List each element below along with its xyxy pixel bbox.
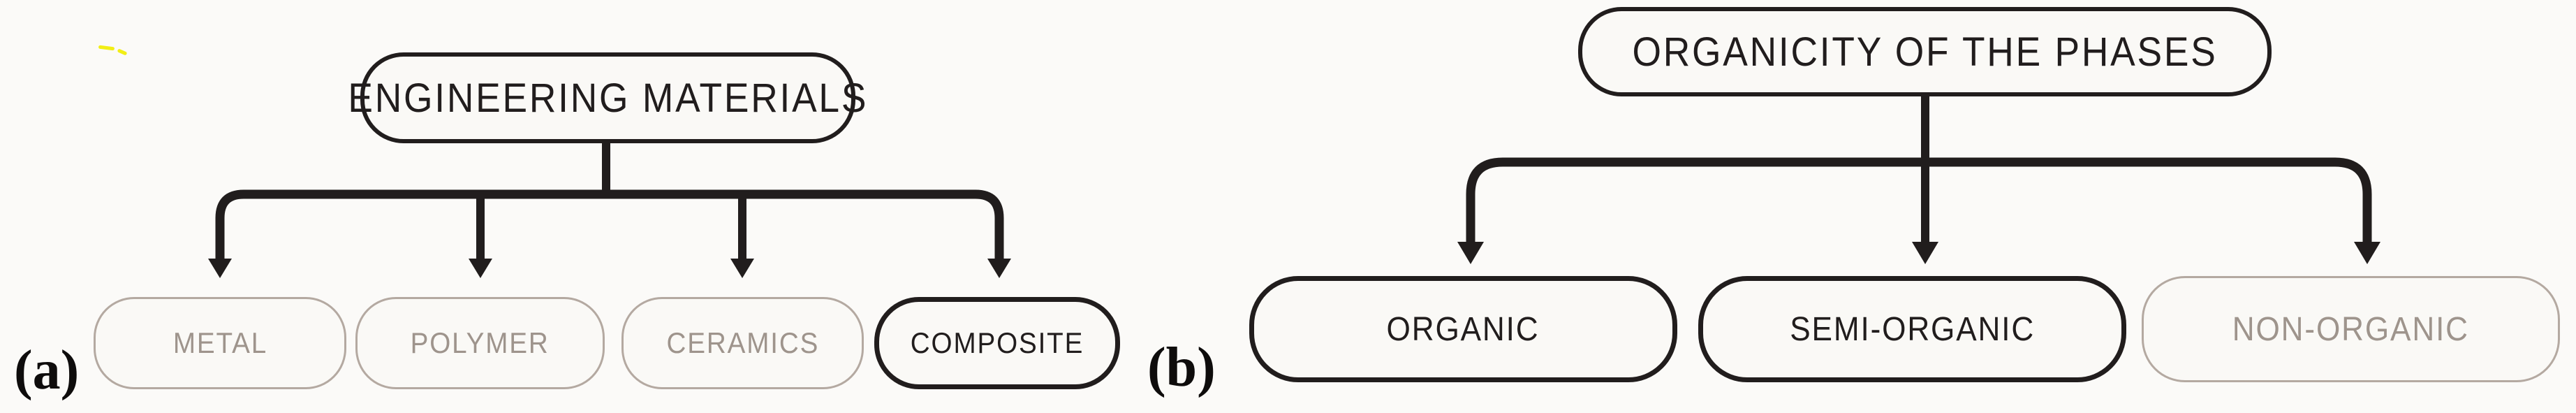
arrowheads-panel-b — [1457, 242, 2380, 264]
panel-label-a: (a) — [14, 340, 80, 401]
node-non-organic: NON-ORGANIC — [2142, 276, 2560, 382]
arrowhead-to-metal — [208, 259, 232, 278]
arrowhead-to-composite — [987, 259, 1011, 278]
node-engineering-materials-label: ENGINEERING MATERIALS — [348, 75, 868, 121]
arrowhead-to-organic — [1457, 242, 1484, 264]
node-organicity-of-the-phases: ORGANICITY OF THE PHASES — [1578, 7, 2272, 96]
node-composite-label: COMPOSITE — [910, 326, 1084, 359]
node-semi-organic: SEMI-ORGANIC — [1698, 276, 2126, 382]
node-organic: ORGANIC — [1249, 276, 1677, 382]
arrowhead-to-semi-organic — [1912, 242, 1938, 264]
arrowhead-to-non-organic — [2354, 242, 2380, 264]
node-engineering-materials: ENGINEERING MATERIALS — [348, 52, 866, 143]
node-polymer: POLYMER — [355, 297, 605, 389]
arrowheads-panel-a — [208, 259, 1011, 278]
node-metal: METAL — [94, 297, 346, 389]
panel-label-b: (b) — [1147, 337, 1216, 398]
branch-bar-b — [1466, 157, 2372, 243]
node-organicity-label: ORGANICITY OF THE PHASES — [1632, 29, 2218, 75]
scan-artifact-mark — [117, 48, 128, 56]
scan-artifact-mark — [98, 45, 115, 51]
connectors-panel-b — [1466, 95, 2372, 243]
arrowhead-to-polymer — [469, 259, 492, 278]
connectors-panel-a — [215, 142, 1004, 261]
arrowhead-to-ceramics — [730, 259, 754, 278]
branch-bar-a — [215, 189, 1004, 261]
node-ceramics: CERAMICS — [621, 297, 864, 389]
node-metal-label: METAL — [172, 326, 267, 359]
node-polymer-label: POLYMER — [411, 326, 550, 359]
node-non-organic-label: NON-ORGANIC — [2232, 310, 2470, 348]
node-organic-label: ORGANIC — [1387, 310, 1540, 348]
node-semi-organic-label: SEMI-ORGANIC — [1790, 310, 2035, 348]
node-ceramics-label: CERAMICS — [666, 326, 819, 359]
node-composite: COMPOSITE — [874, 297, 1120, 389]
